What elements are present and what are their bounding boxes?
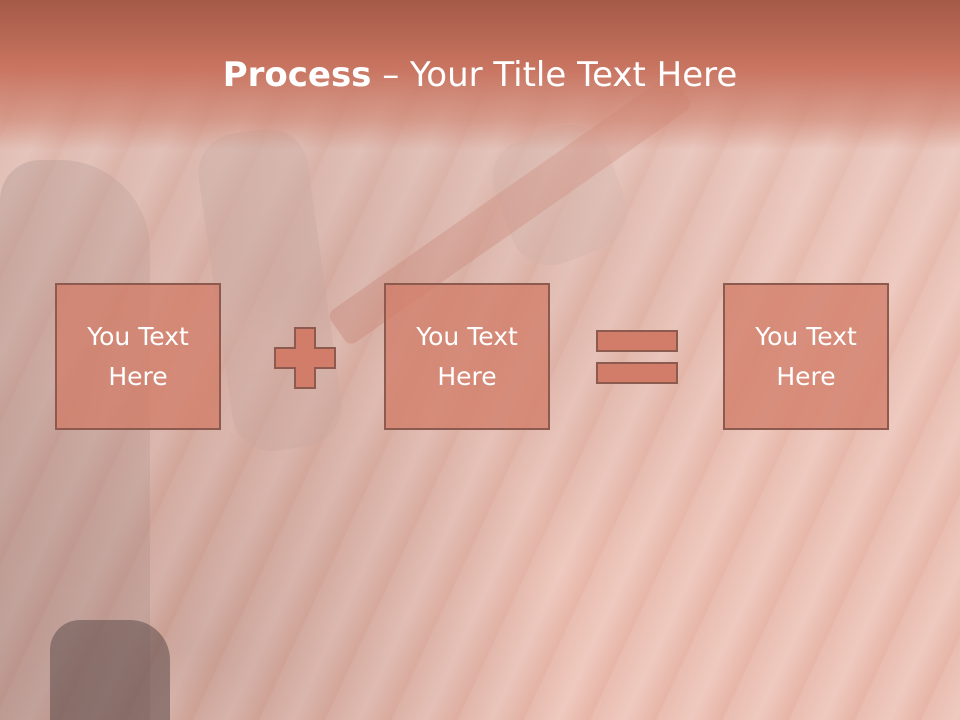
slide-title[interactable]: Process – Your Title Text Here: [0, 52, 960, 98]
text-box-3[interactable]: You Text Here: [723, 283, 889, 430]
title-bar: [0, 0, 960, 150]
text-box-2[interactable]: You Text Here: [384, 283, 550, 430]
slide-title-rest: – Your Title Text Here: [371, 55, 738, 95]
equals-icon: [596, 330, 678, 384]
text-box-1[interactable]: You Text Here: [55, 283, 221, 430]
slide-title-bold: Process: [222, 55, 372, 95]
plus-icon: [274, 327, 336, 389]
